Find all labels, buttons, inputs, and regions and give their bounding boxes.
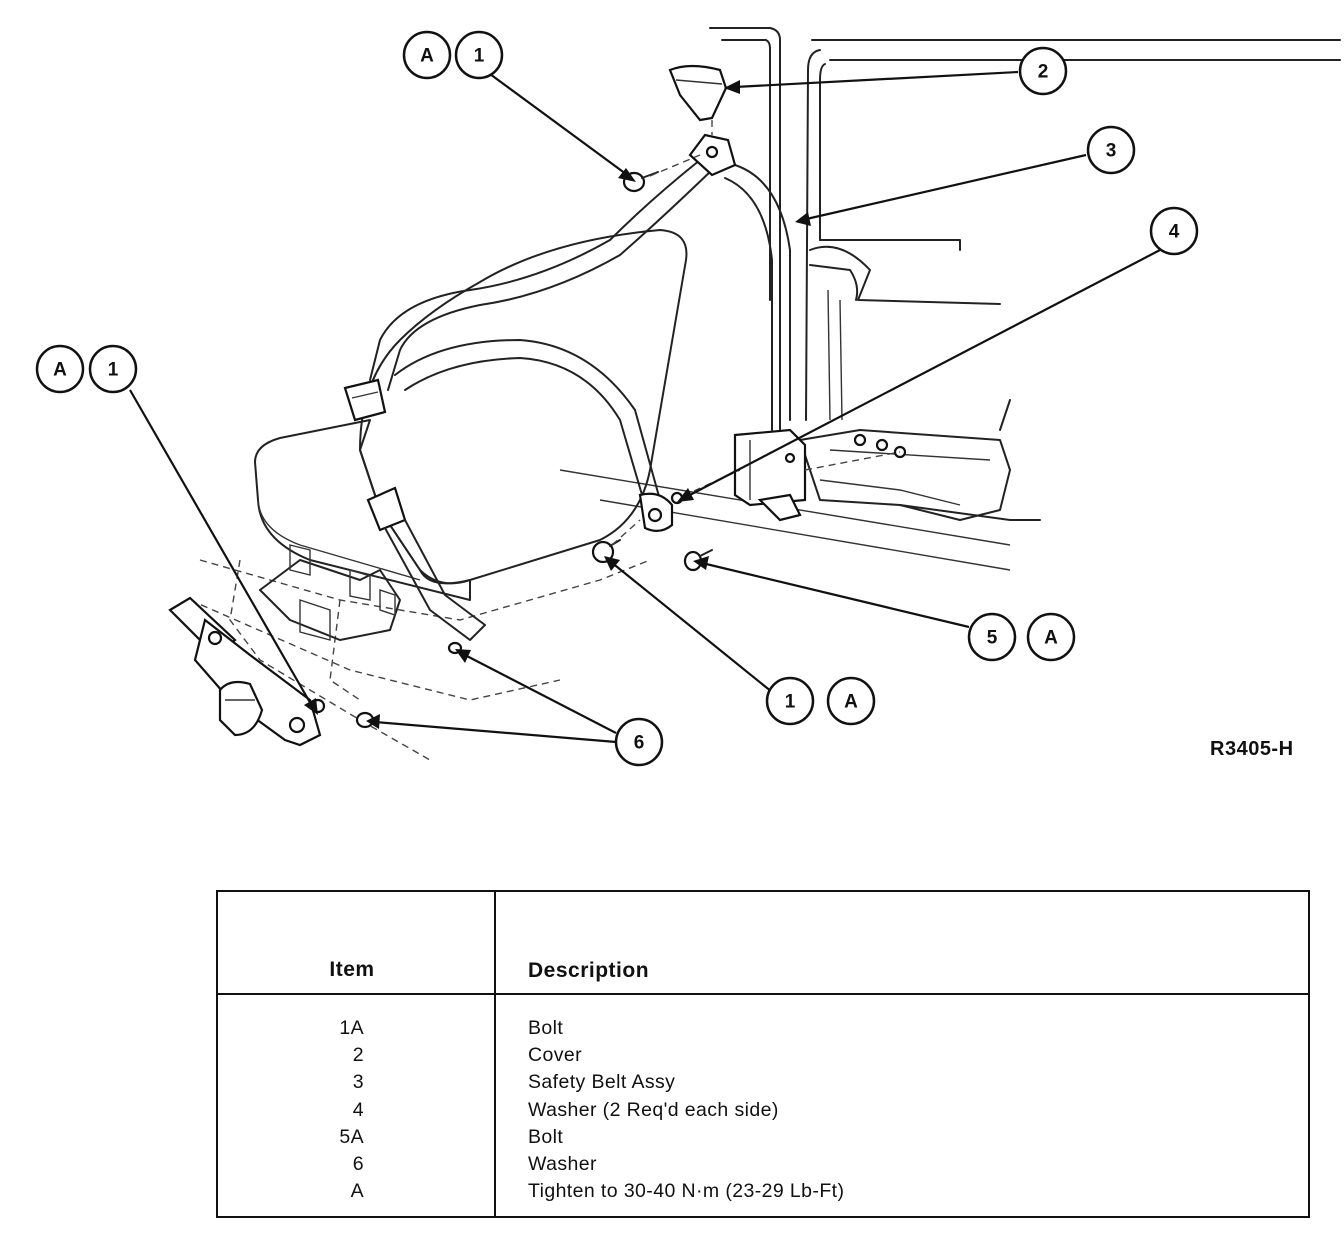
row-item: A bbox=[350, 1180, 364, 1203]
legend-row: 6 Washer bbox=[218, 1153, 1308, 1180]
legend-row: 3 Safety Belt Assy bbox=[218, 1071, 1308, 1098]
legend-row: 2 Cover bbox=[218, 1044, 1308, 1071]
svg-text:4: 4 bbox=[1169, 222, 1180, 243]
svg-text:2: 2 bbox=[1038, 62, 1049, 83]
row-description: Bolt bbox=[528, 1125, 564, 1148]
svg-text:5: 5 bbox=[987, 628, 998, 649]
row-description: Cover bbox=[528, 1044, 583, 1067]
callout-a-top: A bbox=[402, 30, 452, 80]
header-item: Item bbox=[329, 958, 375, 981]
figure-reference-code: R3405-H bbox=[1210, 738, 1294, 760]
legend-rows: 1A Bolt 2 Cover 3 Safety Belt Assy 4 Was… bbox=[218, 1017, 1308, 1207]
seat-back bbox=[359, 229, 688, 585]
row-description: Washer bbox=[528, 1152, 597, 1175]
seat-track bbox=[189, 544, 651, 761]
left-buckle-assembly bbox=[168, 596, 322, 747]
row-description: Tighten to 30-40 N·m (23-29 Lb-Ft) bbox=[528, 1180, 845, 1203]
row-description: Bolt bbox=[528, 1017, 564, 1039]
row-description: Safety Belt Assy bbox=[528, 1071, 676, 1094]
callout-a-bottom: A bbox=[826, 676, 876, 726]
legend-row: 4 Washer (2 Req'd each side) bbox=[218, 1099, 1308, 1126]
callout-3: 3 bbox=[1086, 125, 1136, 175]
svg-text:A: A bbox=[844, 692, 858, 713]
belt-webbing bbox=[369, 159, 791, 506]
callout-5: 5 bbox=[967, 612, 1017, 662]
row-item: 1A bbox=[339, 1017, 364, 1039]
svg-text:6: 6 bbox=[634, 733, 645, 754]
lower-anchor-plate bbox=[638, 492, 674, 532]
legend-row: A Tighten to 30-40 N·m (23-29 Lb-Ft) bbox=[218, 1180, 1308, 1207]
callout-6: 6 bbox=[614, 717, 664, 767]
row-item: 6 bbox=[352, 1152, 364, 1175]
row-item: 4 bbox=[352, 1098, 364, 1121]
seat-cushion bbox=[254, 419, 471, 601]
row-item: 5A bbox=[339, 1125, 364, 1148]
svg-text:A: A bbox=[53, 360, 67, 381]
d-ring-cover bbox=[668, 64, 728, 122]
legend-table: Item Description 1A Bolt 2 Cover 3 Safet… bbox=[216, 890, 1310, 1218]
column-divider bbox=[494, 892, 496, 1216]
svg-text:1: 1 bbox=[474, 46, 485, 67]
retractor bbox=[733, 428, 807, 522]
callout-1-left: 1 bbox=[88, 344, 138, 394]
callout-a-right: A bbox=[1026, 612, 1076, 662]
row-item: 3 bbox=[352, 1071, 364, 1094]
row-item: 2 bbox=[352, 1044, 364, 1067]
seat-belt-exploded-diagram: A 1 2 3 4 A 1 5 A 1 A 6 bbox=[35, 27, 1341, 767]
svg-text:1: 1 bbox=[108, 360, 119, 381]
bolts bbox=[310, 171, 907, 729]
legend-row: 1A Bolt bbox=[218, 1017, 1308, 1044]
callout-4: 4 bbox=[1149, 206, 1199, 256]
legend-header: Item Description bbox=[218, 892, 1308, 995]
header-description: Description bbox=[528, 959, 650, 982]
callout-1-bottom: 1 bbox=[765, 676, 815, 726]
svg-text:3: 3 bbox=[1106, 141, 1117, 162]
callout-1-top: 1 bbox=[454, 30, 504, 80]
svg-text:A: A bbox=[1044, 628, 1058, 649]
row-description: Washer (2 Req'd each side) bbox=[528, 1098, 779, 1121]
svg-text:1: 1 bbox=[785, 692, 796, 713]
legend-row: 5A Bolt bbox=[218, 1126, 1308, 1153]
belt-guide bbox=[343, 378, 387, 422]
leader-lines bbox=[129, 70, 1161, 744]
callout-2: 2 bbox=[1018, 46, 1068, 96]
callout-a-left: A bbox=[35, 344, 85, 394]
b-pillar-frame bbox=[709, 27, 1341, 431]
svg-text:A: A bbox=[420, 46, 434, 67]
buckle-tongue-center bbox=[366, 486, 486, 641]
d-ring-anchor bbox=[688, 133, 737, 177]
